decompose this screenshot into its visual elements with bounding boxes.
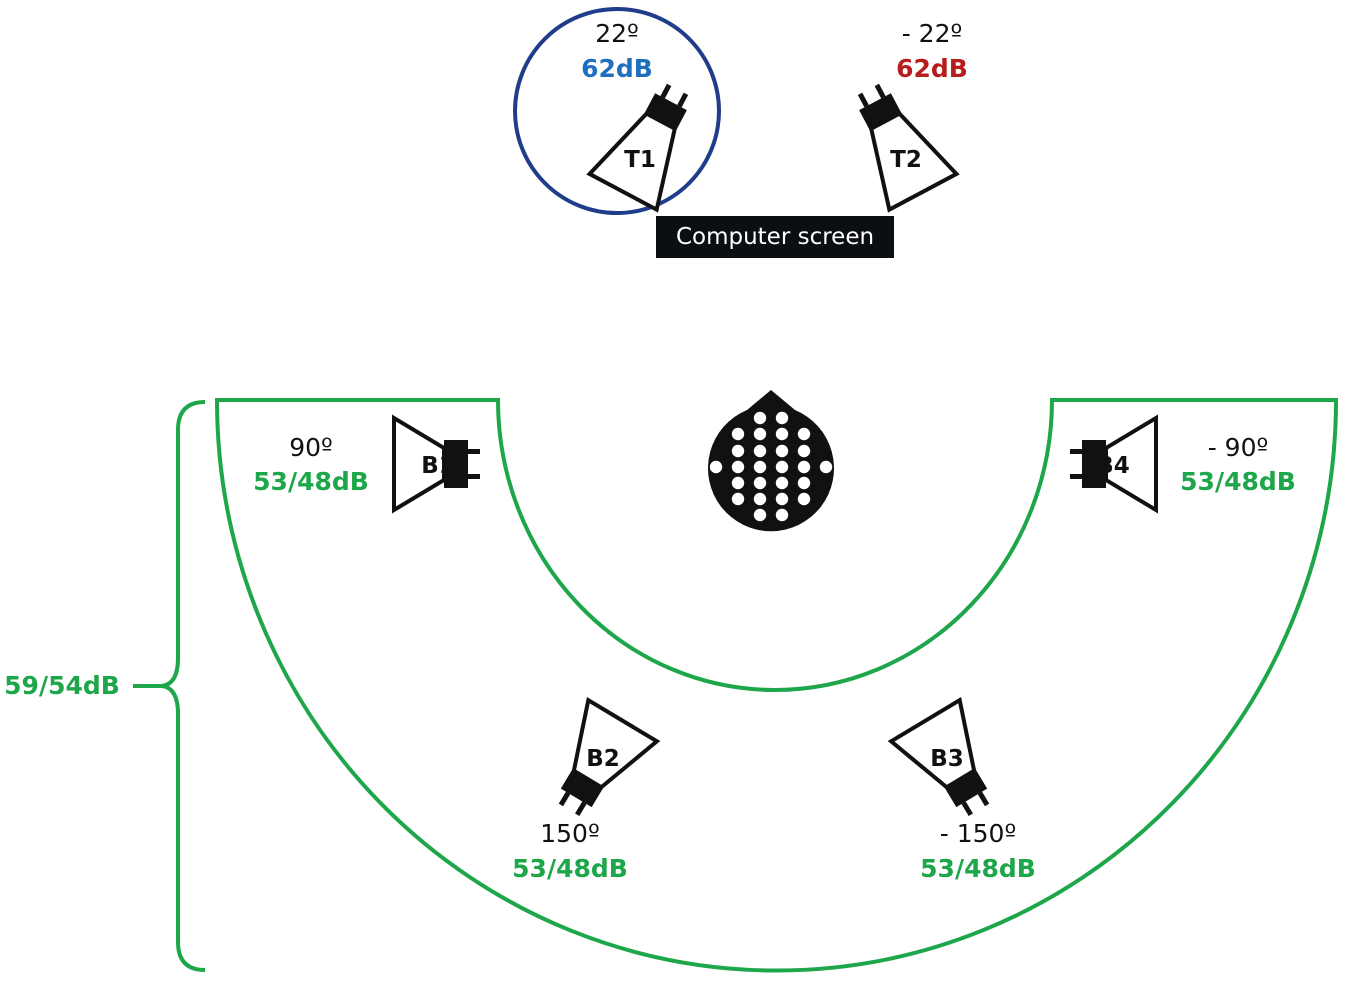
- electrode-dot: [797, 460, 811, 474]
- b1-angle-label: 90º: [289, 433, 333, 462]
- t1-id-label: T1: [624, 147, 656, 173]
- group-level-label: 59/54dB: [4, 671, 120, 700]
- electrode-dot: [775, 427, 789, 441]
- electrode-dot: [775, 476, 789, 490]
- electrode-dot: [797, 427, 811, 441]
- speaker-magnet: [444, 440, 468, 488]
- speaker-terminal: [468, 449, 480, 454]
- electrode-dot: [731, 460, 745, 474]
- electrode-dot: [753, 444, 767, 458]
- electrode-dot: [775, 444, 789, 458]
- electrode-dot: [819, 460, 833, 474]
- electrode-dot: [731, 444, 745, 458]
- speaker-terminal: [677, 92, 689, 108]
- electrode-dot: [775, 460, 789, 474]
- electrode-dot: [731, 476, 745, 490]
- speaker-terminal: [558, 791, 571, 807]
- speaker-t2: - 22º 62dB T2: [857, 19, 968, 213]
- speaker-terminal: [961, 801, 973, 817]
- electrode-dot: [775, 508, 789, 522]
- t1-level-label: 62dB: [581, 54, 653, 83]
- speaker-b2: B2 150º 53/48dB: [512, 696, 661, 883]
- t2-angle-label: - 22º: [902, 19, 963, 48]
- speaker-terminal: [660, 83, 672, 99]
- speaker-terminal: [857, 92, 869, 108]
- b4-angle-label: - 90º: [1208, 433, 1269, 462]
- electrode-grid: [709, 411, 833, 522]
- speaker-t1: 22º 62dB T1: [581, 19, 689, 213]
- speaker-terminal: [1070, 449, 1082, 454]
- listener-head-icon: [708, 390, 834, 532]
- speaker-terminal: [1070, 474, 1082, 479]
- electrode-dot: [797, 476, 811, 490]
- background-zone-outline: [214, 398, 1339, 973]
- b4-level-label: 53/48dB: [1180, 467, 1296, 496]
- t2-level-label: 62dB: [896, 54, 968, 83]
- b3-level-label: 53/48dB: [920, 854, 1036, 883]
- electrode-dot: [775, 492, 789, 506]
- b1-level-label: 53/48dB: [253, 467, 369, 496]
- computer-screen: Computer screen: [656, 216, 894, 258]
- speaker-icon: [887, 696, 977, 790]
- computer-screen-label: Computer screen: [676, 224, 874, 250]
- b2-angle-label: 150º: [540, 819, 600, 848]
- electrode-dot: [753, 476, 767, 490]
- electrode-dot: [753, 460, 767, 474]
- electrode-dot: [775, 411, 789, 425]
- speaker-terminal: [575, 801, 587, 817]
- electrode-dot: [797, 492, 811, 506]
- electrode-dot: [753, 411, 767, 425]
- speaker-terminal: [977, 791, 990, 807]
- b2-id-label: B2: [586, 746, 620, 772]
- t2-id-label: T2: [890, 147, 922, 173]
- speaker-magnet: [560, 769, 604, 808]
- speaker-magnet: [859, 93, 902, 130]
- speaker-terminal: [874, 83, 886, 99]
- speaker-magnet: [1082, 440, 1106, 488]
- t1-angle-label: 22º: [595, 19, 639, 48]
- electrode-dot: [731, 492, 745, 506]
- electrode-dot: [753, 508, 767, 522]
- b2-level-label: 53/48dB: [512, 854, 628, 883]
- speaker-icon: [586, 111, 678, 213]
- b4-id-label: B4: [1096, 453, 1130, 479]
- speaker-b3: B3 - 150º 53/48dB: [887, 696, 1036, 883]
- electrode-dot: [709, 460, 723, 474]
- b3-id-label: B3: [930, 746, 964, 772]
- speaker-magnet: [644, 93, 687, 130]
- electrode-dot: [753, 492, 767, 506]
- b3-angle-label: - 150º: [940, 819, 1016, 848]
- speaker-magnet: [944, 769, 988, 808]
- b1-id-label: B1: [421, 453, 455, 479]
- computer-screen-box: [656, 216, 894, 258]
- electrode-dot: [731, 427, 745, 441]
- electrode-dot: [753, 427, 767, 441]
- target-highlight-ring: [513, 7, 721, 215]
- electrode-dot: [797, 444, 811, 458]
- speaker-b4: - 90º 53/48dB B4: [1070, 414, 1296, 514]
- group-brace: [161, 400, 206, 972]
- head-silhouette: [708, 390, 834, 532]
- speaker-icon: [571, 696, 661, 790]
- speaker-terminal: [468, 474, 480, 479]
- speaker-b1: 90º 53/48dB B1: [253, 414, 480, 514]
